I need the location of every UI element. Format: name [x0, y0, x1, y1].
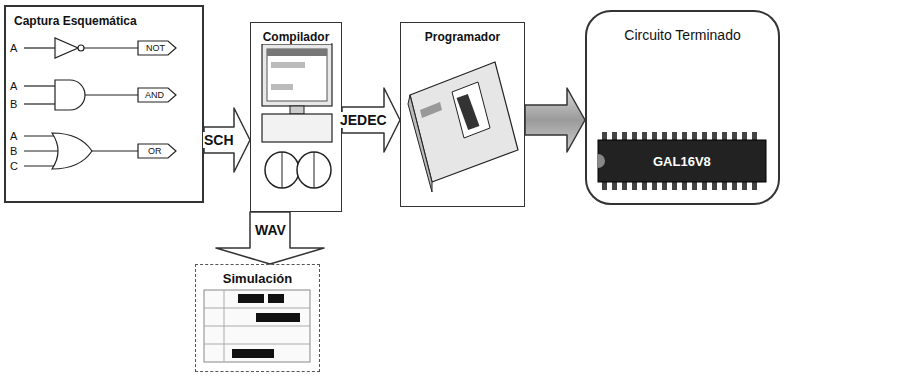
arrow-label: JEDEC — [339, 112, 388, 128]
schematic-panel: Captura Esquemática — [4, 5, 204, 203]
signal-name: NOT — [146, 44, 165, 53]
signal-name: OR — [148, 147, 162, 156]
signal-name: A — [10, 131, 17, 142]
signal-name: A — [10, 81, 17, 92]
and-gate — [24, 80, 176, 110]
programmer-illustration — [408, 62, 518, 192]
signal-name: AND — [145, 91, 164, 100]
chip-illustration — [598, 132, 766, 190]
computer-illustration — [262, 44, 332, 188]
chip-label: GAL16V8 — [653, 155, 711, 168]
compiler-box: Compilador — [250, 22, 342, 212]
arrow-label: WAV — [254, 222, 287, 238]
simulation-box: Simulación — [195, 264, 320, 372]
waveform-illustration — [204, 290, 310, 362]
arrow-label: SCH — [203, 132, 235, 148]
signal-name: C — [10, 161, 18, 172]
box-title: Simulación — [221, 271, 294, 287]
block-arrow — [525, 88, 585, 152]
box-title: Circuito Terminado — [622, 27, 742, 44]
box-title: Captura Esquemática — [12, 14, 139, 28]
box-title: Compilador — [261, 30, 332, 44]
result-box: Circuito Terminado — [585, 10, 780, 205]
signal-name: A — [10, 43, 17, 54]
box-title: Programador — [423, 30, 502, 44]
not-gate — [24, 38, 176, 58]
programmer-box: Programador — [400, 22, 525, 207]
block-arrow — [216, 212, 324, 264]
block-arrow — [204, 108, 250, 172]
or-gate — [24, 133, 176, 169]
signal-name: B — [10, 146, 17, 157]
signal-name: B — [10, 99, 17, 110]
